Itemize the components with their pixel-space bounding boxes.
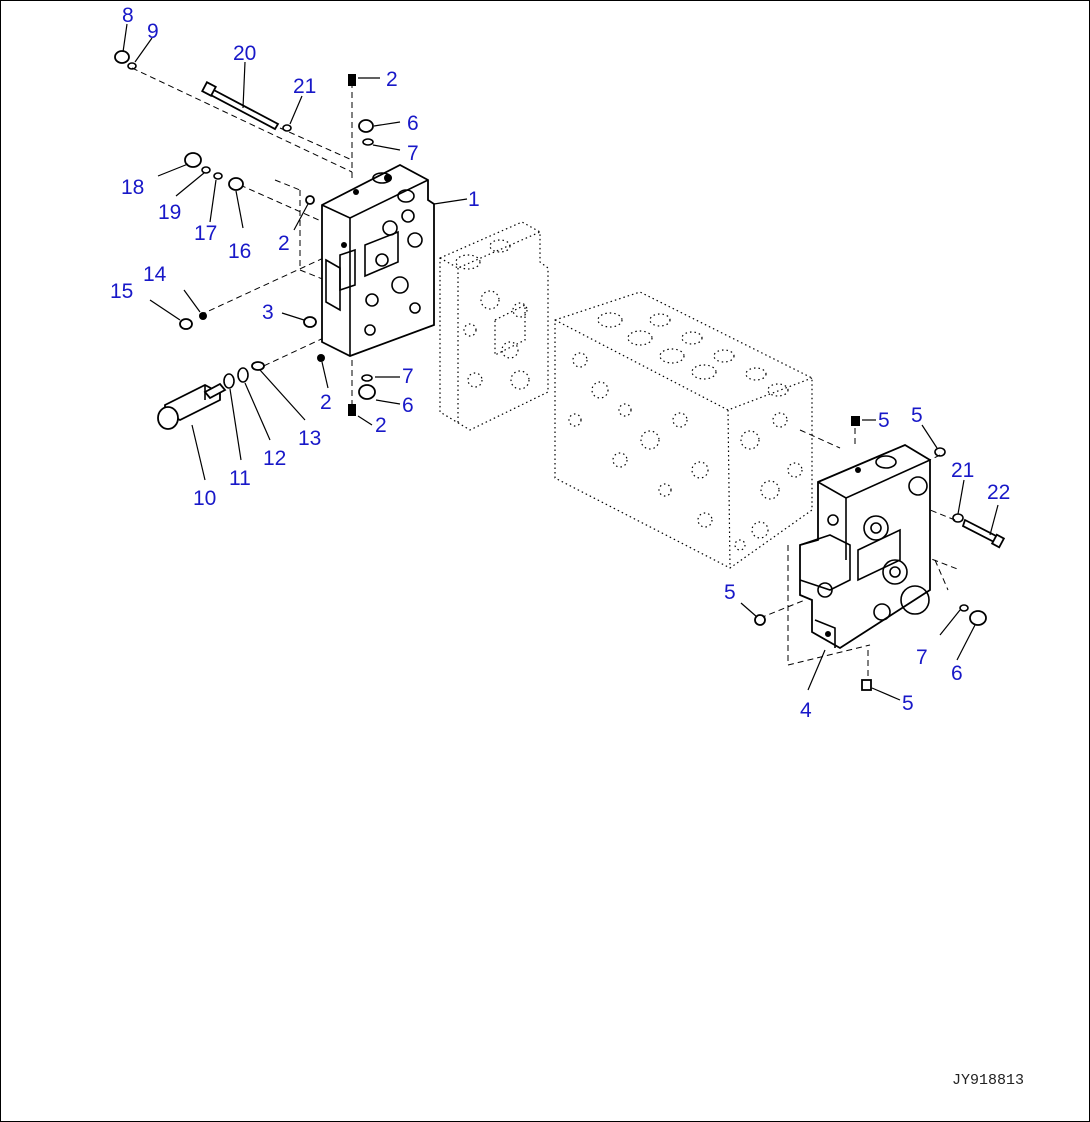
- right-end-section: [799, 443, 931, 650]
- callout-4: 4: [800, 699, 812, 722]
- callout-12: 12: [263, 447, 286, 470]
- left-end-section: [321, 163, 435, 357]
- callout-2: 2: [375, 414, 387, 437]
- drawing-code: JY918813: [952, 1072, 1024, 1089]
- callout-10: 10: [193, 487, 216, 510]
- callout-21: 21: [951, 459, 974, 482]
- callout-7: 7: [916, 646, 928, 669]
- callout-8: 8: [122, 4, 134, 27]
- callout-5: 5: [724, 581, 736, 604]
- callout-14: 14: [143, 263, 167, 286]
- callout-7: 7: [402, 365, 414, 388]
- callout-5: 5: [902, 692, 914, 715]
- callout-18: 18: [121, 176, 144, 199]
- callout-22: 22: [987, 481, 1010, 504]
- callout-9: 9: [147, 20, 159, 43]
- callout-7: 7: [407, 142, 419, 165]
- valve-section-dashed: [439, 221, 549, 431]
- hardware-parts: [114, 50, 1006, 691]
- callout-2: 2: [320, 391, 332, 414]
- callout-2: 2: [278, 232, 290, 255]
- callout-17: 17: [194, 222, 217, 245]
- callout-15: 15: [110, 280, 133, 303]
- callout-5: 5: [911, 404, 923, 427]
- callout-21: 21: [293, 75, 316, 98]
- callout-16: 16: [228, 240, 251, 263]
- callout-13: 13: [298, 427, 321, 450]
- callout-6: 6: [407, 112, 419, 135]
- callout-6: 6: [402, 394, 414, 417]
- callout-5: 5: [878, 409, 890, 432]
- callout-3: 3: [262, 301, 274, 324]
- main-valve-block: [554, 291, 813, 569]
- callout-11: 11: [229, 467, 251, 490]
- leader-lines: [122, 23, 999, 701]
- callout-20: 20: [233, 42, 256, 65]
- callout-labels: 8 9 20 21 2 6 7 1 18 19 17 16 2 14 15 3 …: [110, 4, 1010, 722]
- callout-1: 1: [468, 188, 480, 211]
- callout-2: 2: [386, 68, 398, 91]
- callout-19: 19: [158, 201, 181, 224]
- callout-6: 6: [951, 662, 963, 685]
